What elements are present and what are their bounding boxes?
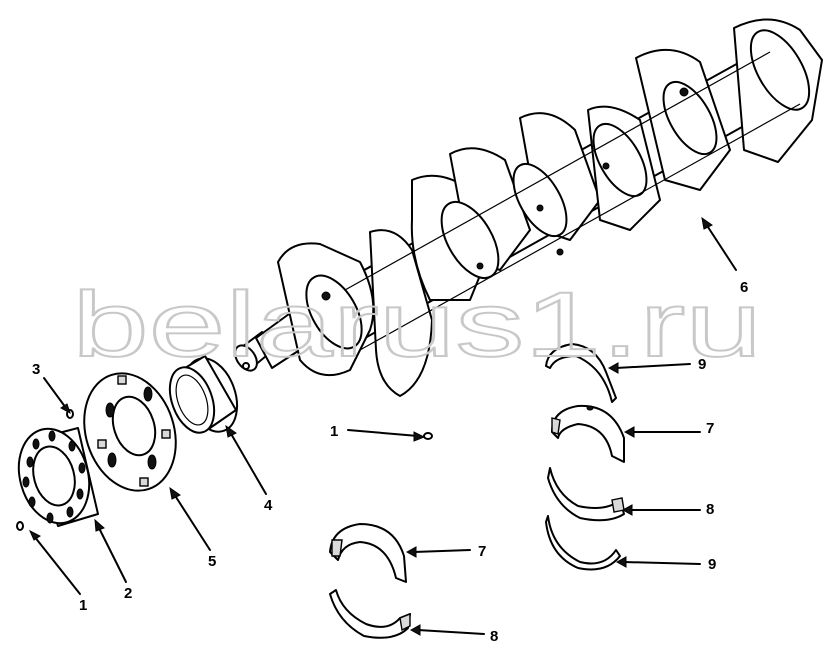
thrust-washer-lower — [545, 515, 621, 571]
callout-labels: 1 1 2 3 4 5 6 7 7 8 8 9 9 — [32, 279, 748, 645]
callout-1-left: 1 — [79, 597, 87, 614]
crankshaft-oil-holes — [321, 87, 689, 301]
bearing-shell-lower-left — [329, 589, 411, 639]
damper-ring — [17, 427, 99, 527]
callout-5: 5 — [208, 553, 216, 570]
bearing-shell-upper-right — [551, 404, 625, 463]
callout-1-right: 1 — [330, 423, 338, 440]
bearing-shell-upper-left — [329, 523, 407, 583]
timing-gear-ring — [168, 355, 239, 434]
pin-part-1-right — [423, 432, 433, 440]
callout-7-right: 7 — [706, 420, 714, 437]
callout-4: 4 — [264, 497, 273, 514]
bearing-shell-lower-right — [547, 467, 625, 522]
callout-3: 3 — [32, 361, 40, 378]
pin-part-1-left — [16, 521, 24, 531]
leader-lines — [28, 216, 737, 636]
watermark-text: belarus1.ru — [72, 274, 762, 376]
crankshaft-flange — [83, 372, 177, 492]
callout-6: 6 — [740, 279, 748, 296]
callout-9-top: 9 — [698, 356, 706, 373]
crankshaft-journals — [305, 29, 811, 350]
callout-8-left: 8 — [490, 628, 498, 645]
callout-9-bottom: 9 — [708, 556, 716, 573]
callout-2: 2 — [124, 585, 132, 602]
crankshaft — [234, 18, 823, 397]
callout-7-left: 7 — [478, 543, 486, 560]
damper-slots — [22, 430, 86, 524]
thrust-washer-upper — [545, 343, 617, 403]
nose-bolt — [242, 362, 250, 370]
callout-8-right: 8 — [706, 501, 714, 518]
